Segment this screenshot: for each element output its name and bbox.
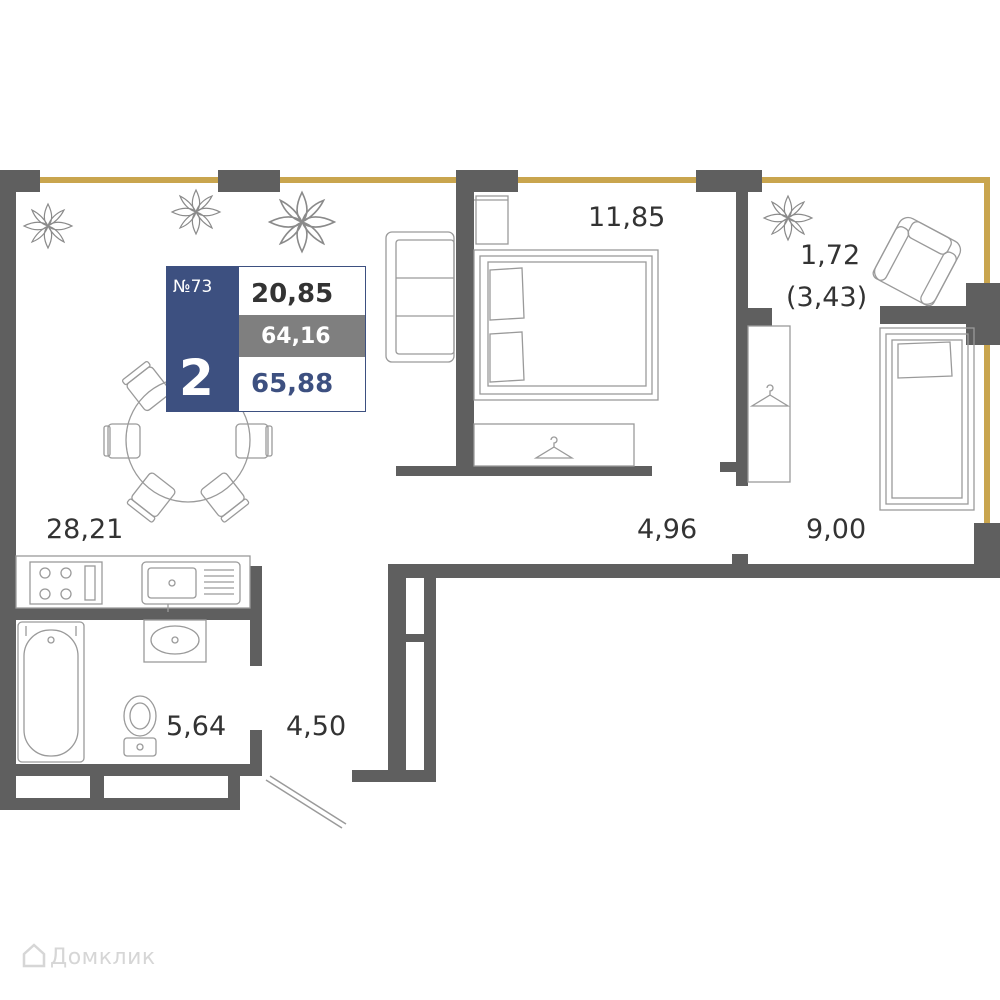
sofa-icon bbox=[385, 231, 455, 363]
bed-icon bbox=[473, 195, 659, 401]
total-area: 64,16 bbox=[261, 324, 331, 349]
house-icon bbox=[22, 943, 46, 968]
bed-icon bbox=[879, 327, 975, 511]
chair-icon bbox=[126, 472, 176, 523]
apartment-number: №73 bbox=[173, 277, 213, 297]
full-area: 65,88 bbox=[251, 369, 334, 399]
area-living-room: 28,21 bbox=[46, 514, 124, 545]
chair-icon bbox=[200, 472, 250, 523]
info-card-accent bbox=[167, 267, 239, 411]
plant-icon bbox=[267, 190, 337, 254]
plant-icon bbox=[762, 194, 814, 242]
apartment-info-card: №73 2 20,85 64,16 65,88 bbox=[166, 266, 366, 412]
dining-table bbox=[103, 360, 273, 523]
walls bbox=[0, 170, 1000, 810]
area-bathroom: 5,64 bbox=[166, 711, 227, 742]
door-icon bbox=[265, 775, 347, 829]
room-count: 2 bbox=[179, 349, 214, 407]
chair-icon bbox=[103, 423, 141, 459]
chair-icon bbox=[122, 360, 171, 412]
area-hallway: 4,50 bbox=[286, 711, 347, 742]
sink-icon bbox=[143, 619, 207, 663]
area-balcony-full: (3,43) bbox=[786, 282, 868, 313]
wardrobe bbox=[473, 423, 635, 467]
hanger-icon bbox=[749, 384, 791, 407]
chair-icon bbox=[235, 423, 273, 459]
area-corridor: 4,96 bbox=[637, 514, 698, 545]
sink-icon bbox=[141, 561, 241, 612]
kitchen-counter bbox=[15, 555, 251, 609]
bathtub-icon bbox=[17, 621, 85, 763]
stove-icon bbox=[29, 561, 103, 605]
windows bbox=[40, 177, 990, 525]
area-bedroom: 11,85 bbox=[588, 202, 666, 233]
plant-icon bbox=[22, 202, 74, 250]
watermark: Домклик bbox=[50, 945, 156, 970]
armchair-icon bbox=[872, 216, 962, 307]
wardrobe bbox=[747, 325, 791, 483]
hanger-icon bbox=[533, 436, 575, 459]
total-area-band bbox=[239, 315, 365, 357]
area-balcony: 1,72 bbox=[800, 240, 861, 271]
plant-icon bbox=[170, 188, 222, 236]
toilet-icon bbox=[123, 695, 157, 757]
living-area: 20,85 bbox=[251, 279, 334, 309]
area-bedroom-small: 9,00 bbox=[806, 514, 867, 545]
